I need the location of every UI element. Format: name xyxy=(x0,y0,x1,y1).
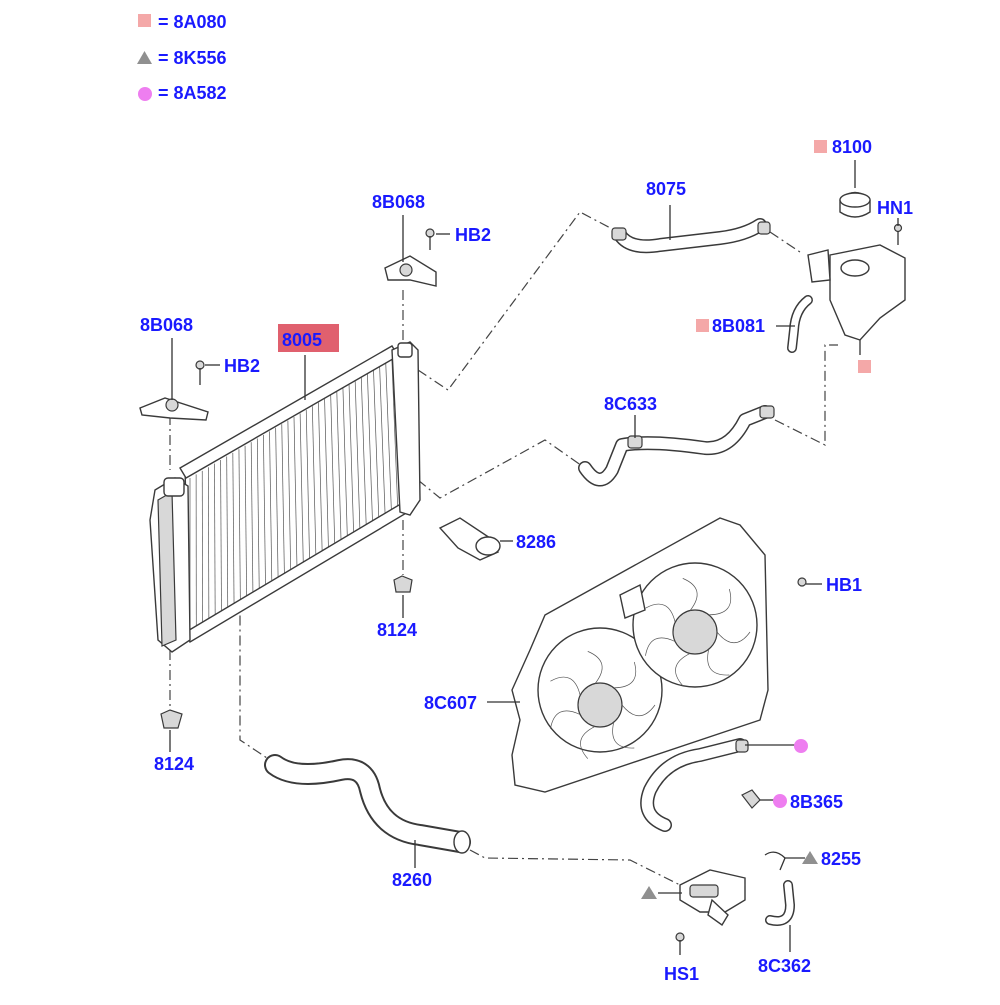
bolt-HS1[interactable] xyxy=(676,933,684,955)
label-8B068-left: 8B068 xyxy=(140,315,193,335)
bolt-HN1[interactable] xyxy=(895,225,902,246)
hose-8075[interactable] xyxy=(612,222,770,246)
label-8260: 8260 xyxy=(392,870,432,890)
label-8B068-top: 8B068 xyxy=(372,192,425,212)
radiator-filler-neck xyxy=(398,343,412,357)
legend-circle-marker xyxy=(138,87,152,101)
label-8124-right: 8124 xyxy=(377,620,417,640)
hose-8C362[interactable] xyxy=(770,885,790,921)
ref-line-8c633-to-tank xyxy=(775,345,838,445)
bracket-8B068-top[interactable] xyxy=(385,256,436,286)
label-8124-left: 8124 xyxy=(154,754,194,774)
marker-square-8B081 xyxy=(696,319,709,332)
hose-elbow-8286[interactable] xyxy=(440,518,500,560)
bolt-HB2-left[interactable] xyxy=(196,361,204,385)
hose-8C633[interactable] xyxy=(585,406,774,480)
ref-line-8075-to-tank xyxy=(770,232,800,252)
bolt-HB1[interactable] xyxy=(798,578,806,586)
radiator-core xyxy=(185,350,405,640)
label-8B081: 8B081 xyxy=(712,316,765,336)
hose-8260[interactable] xyxy=(275,765,470,853)
label-8005: 8005 xyxy=(282,330,322,350)
label-HB1: HB1 xyxy=(826,575,862,595)
bracket-8B068-left[interactable] xyxy=(140,398,208,420)
legend: = 8A080 = 8K556 = 8A582 xyxy=(137,12,227,103)
hose-8B081[interactable] xyxy=(792,300,808,348)
marker-square-tank-bottom xyxy=(858,360,871,373)
isolator-8124-left[interactable] xyxy=(161,710,182,728)
radiator-outlet-stub xyxy=(164,478,184,496)
ref-line-radiator-to-8c633 xyxy=(418,440,585,498)
label-8255: 8255 xyxy=(821,849,861,869)
legend-triangle-marker xyxy=(137,51,152,64)
label-8C633: 8C633 xyxy=(604,394,657,414)
label-8286: 8286 xyxy=(516,532,556,552)
label-8100: 8100 xyxy=(832,137,872,157)
clip-8255[interactable] xyxy=(765,852,785,870)
label-8C362: 8C362 xyxy=(758,956,811,976)
thermostat-housing[interactable] xyxy=(680,870,745,925)
marker-circle-hose-end xyxy=(794,739,808,753)
label-8075: 8075 xyxy=(646,179,686,199)
label-HB2-left: HB2 xyxy=(224,356,260,376)
ref-line-8260-to-thermostat xyxy=(470,850,680,885)
marker-circle-8B365 xyxy=(773,794,787,808)
legend-text-8A582: = 8A582 xyxy=(158,83,227,103)
legend-text-8A080: = 8A080 xyxy=(158,12,227,32)
legend-square-marker xyxy=(138,14,151,27)
label-8C607: 8C607 xyxy=(424,693,477,713)
radiator-8005[interactable] xyxy=(150,342,420,652)
degas-tank[interactable] xyxy=(808,245,905,355)
label-HS1: HS1 xyxy=(664,964,699,984)
marker-triangle-thermostat xyxy=(641,886,657,899)
isolator-8124-right[interactable] xyxy=(394,576,412,592)
legend-text-8K556: = 8K556 xyxy=(158,48,227,68)
pressure-cap-8100[interactable] xyxy=(840,193,870,218)
label-HN1: HN1 xyxy=(877,198,913,218)
bolt-HB2-top[interactable] xyxy=(426,229,434,250)
label-HB2-top: HB2 xyxy=(455,225,491,245)
label-8B365: 8B365 xyxy=(790,792,843,812)
ref-line-radiator-to-8075 xyxy=(418,212,618,390)
marker-square-8100 xyxy=(814,140,827,153)
